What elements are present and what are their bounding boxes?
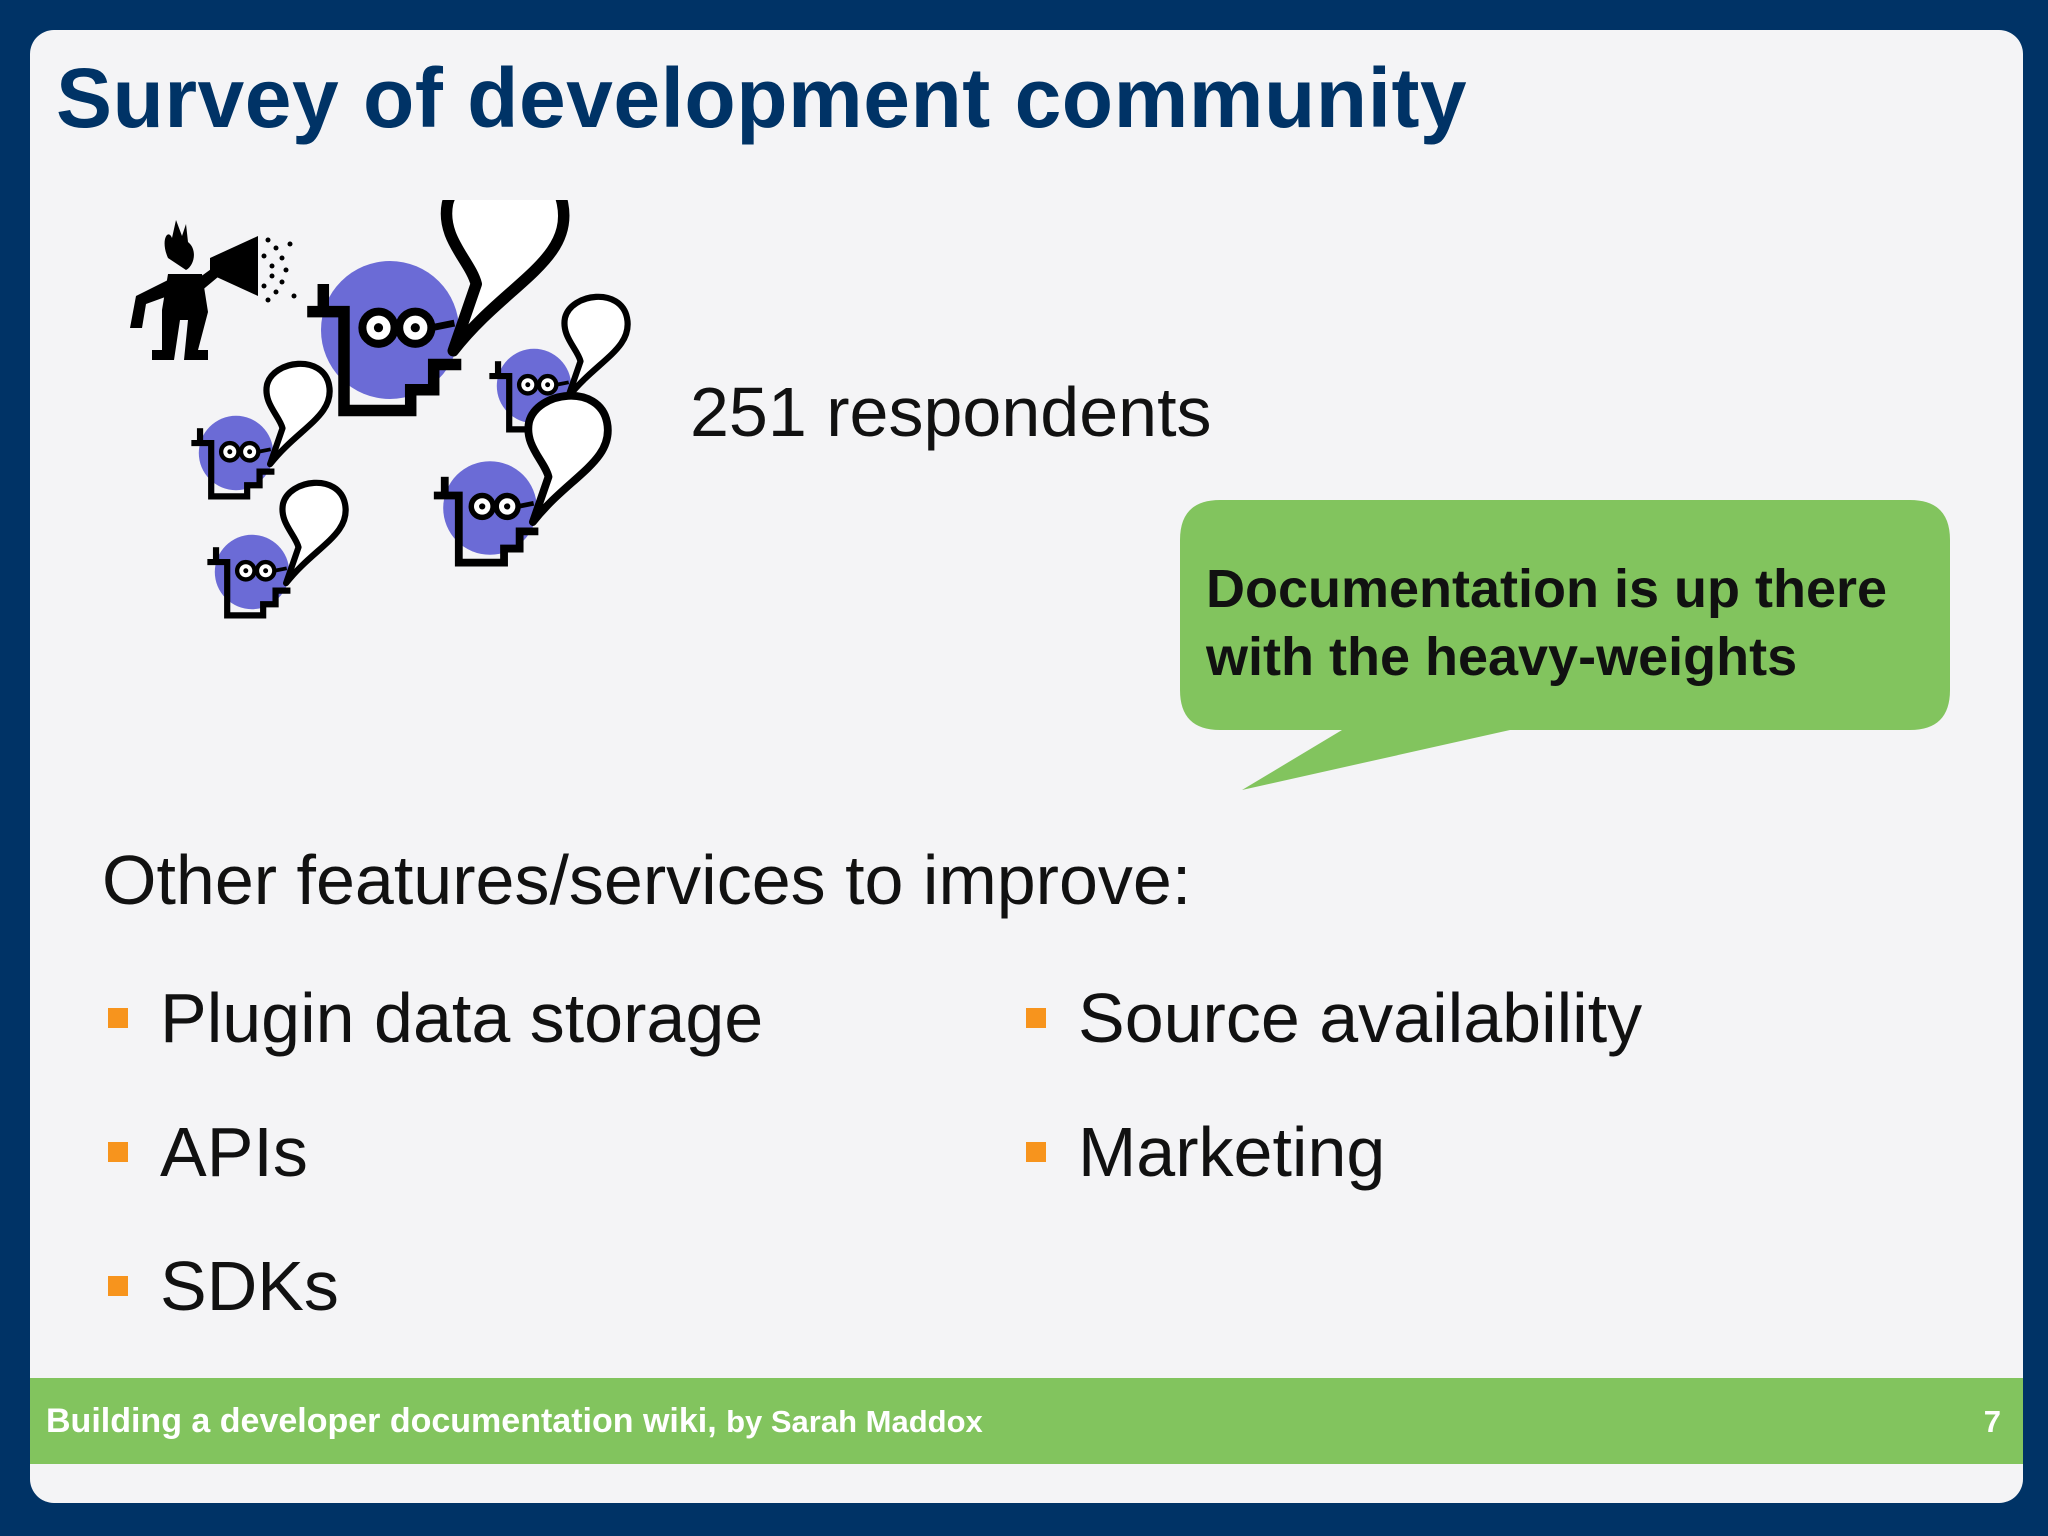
footer-author: by Sarah Maddox [726, 1404, 983, 1439]
talking-head-icon [207, 483, 345, 616]
features-subheading: Other features/services to improve: [102, 841, 1192, 919]
page-number: 7 [1983, 1404, 2001, 1439]
footer-presentation-title: Building a developer documentation wiki, [46, 1402, 717, 1440]
bullet-square-icon [1026, 1142, 1046, 1162]
bullet-label: SDKs [160, 1247, 339, 1325]
bullet-item: Plugin data storage [108, 978, 763, 1058]
callout-bubble [1180, 500, 1950, 790]
bullet-square-icon [1026, 1008, 1046, 1028]
talking-head-icon [434, 396, 608, 563]
slide-footer: Building a developer documentation wiki,… [30, 1378, 2023, 1464]
callout-text: Documentation is up there with the heavy… [1206, 555, 1966, 691]
bullet-label: Marketing [1078, 1113, 1386, 1191]
bullet-item: Marketing [1026, 1112, 1385, 1192]
megaphone-person-icon [130, 220, 297, 360]
callout-line-2: with the heavy-weights [1206, 627, 1798, 687]
bullet-square-icon [108, 1276, 128, 1296]
slide-title: Survey of development community [56, 51, 1468, 145]
bullet-item: Source availability [1026, 978, 1642, 1058]
bullet-item: SDKs [108, 1246, 339, 1326]
bullet-square-icon [108, 1008, 128, 1028]
survey-clipart [130, 200, 650, 640]
bullet-item: APIs [108, 1112, 308, 1192]
bullet-square-icon [108, 1142, 128, 1162]
footer-title: Building a developer documentation wiki,… [46, 1402, 983, 1441]
callout-line-1: Documentation is up there [1206, 559, 1888, 619]
respondents-count: 251 respondents [690, 373, 1212, 451]
bullet-label: APIs [160, 1113, 308, 1191]
bullet-label: Source availability [1078, 979, 1643, 1057]
slide: Survey of development community [30, 30, 2023, 1503]
talking-head-icon [191, 364, 329, 497]
bullet-label: Plugin data storage [160, 979, 764, 1057]
